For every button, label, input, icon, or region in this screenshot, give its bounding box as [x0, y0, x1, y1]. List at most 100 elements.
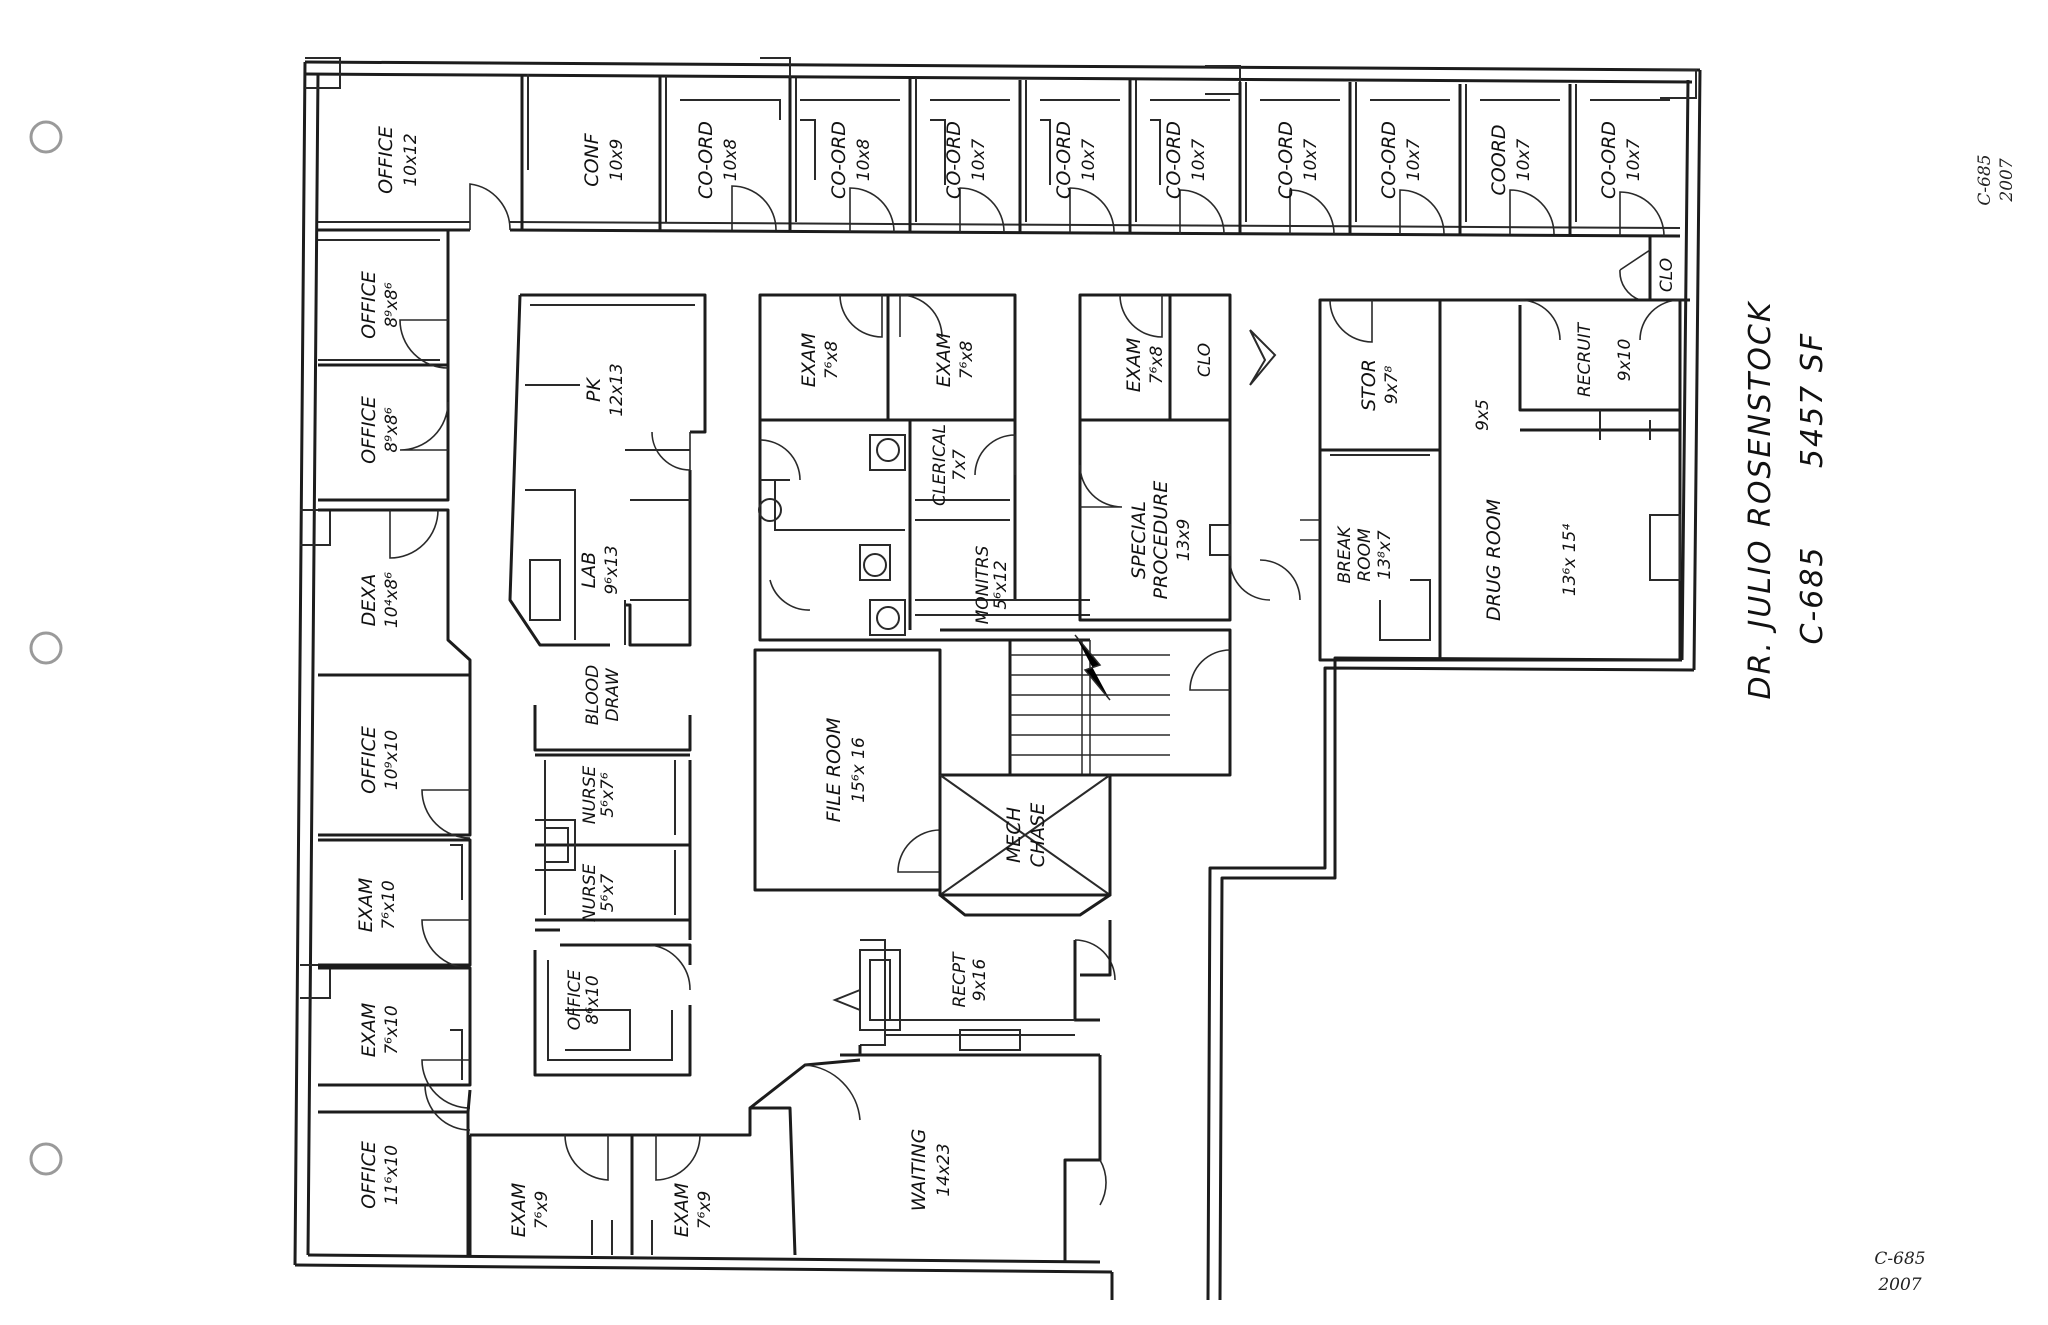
room-dexa: DEXA 10⁴x8⁶: [358, 572, 402, 628]
room-coord-9: CO-ORD 10x7: [1598, 121, 1644, 199]
room-name: EXAM: [358, 1003, 380, 1057]
room-name: CONF: [581, 132, 603, 186]
exterior-walls: [293, 57, 1702, 1301]
room-pk: PK 12x13: [583, 363, 627, 416]
room-dimensions: 10⁴x8⁶: [382, 572, 402, 628]
room-name: OFFICE: [375, 126, 397, 194]
room-dimensions: 13⁸x7: [1375, 530, 1395, 580]
east-room-block: [1259, 298, 1682, 662]
room-clo-c: CLO: [1195, 343, 1215, 377]
room-name: EXAM: [355, 878, 377, 932]
note-year: 2007: [1997, 158, 2017, 202]
room-name: SPECIAL: [1128, 501, 1150, 579]
room-office-sw: OFFICE 11⁶x10: [358, 1141, 402, 1209]
room-coord-5: CO-ORD 10x7: [1163, 121, 1209, 199]
room-monitors: MONITRS 5⁶x12: [973, 545, 1011, 624]
room-dimensions: 9⁶x13: [602, 545, 622, 594]
room-name: CO-ORD: [1598, 121, 1620, 199]
room-dimensions: 13⁶x 15⁴: [1560, 524, 1580, 597]
room-exam-s1: EXAM 7⁶x9: [508, 1183, 552, 1237]
room-name-line-2: DRAW: [603, 667, 623, 721]
room-stor: STOR 9x7⁸: [1358, 359, 1402, 411]
room-name-line-2: PROCEDURE: [1150, 481, 1172, 600]
room-nurse-2: NURSE 5⁶x7: [580, 863, 618, 922]
room-dimensions: 10x8: [721, 139, 741, 182]
room-name-line-2: CHASE: [1027, 803, 1049, 868]
room-dimensions: 8⁹x8⁶: [382, 407, 402, 453]
room-coord-8: COORD 10x7: [1488, 124, 1534, 195]
room-dimensions: 7⁶x8: [822, 341, 842, 380]
room-name: EXAM: [933, 333, 955, 387]
room-coord-1: CO-ORD 10x8: [695, 121, 741, 199]
room-dimensions: 11⁶x10: [382, 1145, 402, 1205]
room-dimensions: 9x7⁸: [1382, 366, 1402, 405]
room-name: BREAK: [1335, 525, 1355, 584]
project-code: C-685: [1795, 545, 1830, 644]
room-waiting: WAITING 14x23: [908, 1129, 954, 1212]
room-name: NURSE: [580, 765, 600, 824]
room-exam-w2: EXAM 7⁶x10: [358, 1003, 402, 1057]
room-exam-w1: EXAM 7⁶x10: [355, 878, 399, 932]
room-dimensions: 7⁶x9: [532, 1191, 552, 1230]
room-lab: LAB 9⁶x13: [578, 545, 622, 594]
room-coord-4: CO-ORD 10x7: [1053, 121, 1099, 199]
room-dimensions: 10x7: [1301, 139, 1321, 182]
room-dimensions: 7⁶x8: [957, 341, 977, 380]
room-name: RECRUIT: [1575, 321, 1595, 397]
margin-note-bottom: C-685 2007: [1874, 1249, 1925, 1295]
room-name: EXAM: [508, 1183, 530, 1237]
room-recruit: RECRUIT 9x10: [1575, 321, 1635, 397]
room-dimensions: 9x10: [1615, 339, 1635, 382]
room-dimensions: 10x7: [969, 139, 989, 182]
room-name: WAITING: [908, 1129, 930, 1212]
note-code: C-685: [1874, 1249, 1925, 1269]
room-alcove: 9x5: [1473, 399, 1493, 431]
room-dimensions: 7x7: [950, 449, 970, 481]
room-exam-s2: EXAM 7⁶x9: [671, 1183, 715, 1237]
room-dimensions: 7⁶x10: [379, 880, 399, 929]
room-break-room: BREAK ROOM 13⁸x7: [1335, 525, 1395, 584]
room-exam-c3: EXAM 7⁶x8: [1123, 338, 1167, 392]
room-coord-6: CO-ORD 10x7: [1275, 121, 1321, 199]
stair-treads: [1010, 634, 1170, 775]
room-name: PK: [583, 377, 605, 402]
room-name-line-2: ROOM: [1355, 528, 1375, 582]
room-name: CO-ORD: [1163, 121, 1185, 199]
room-name: OFFICE: [358, 271, 380, 339]
room-special-procedure: SPECIAL PROCEDURE 13x9: [1128, 481, 1194, 600]
room-dimensions: 5⁶x7: [598, 874, 618, 913]
room-office-w2: OFFICE 8⁹x8⁶: [358, 396, 402, 464]
square-footage: 5457 SF: [1795, 332, 1830, 468]
room-office-w3: OFFICE 10⁹x10: [358, 726, 402, 794]
room-recpt: RECPT 9x16: [950, 951, 990, 1008]
room-office-w1: OFFICE 8⁹x8⁶: [358, 271, 402, 339]
room-dimensions: 13x9: [1174, 519, 1194, 562]
room-dimensions: 10x9: [607, 139, 627, 182]
room-dimensions: 7⁶x10: [382, 1005, 402, 1054]
room-name: CO-ORD: [828, 121, 850, 199]
room-dimensions: 8⁹x8⁶: [382, 282, 402, 328]
room-dimensions: 9x16: [970, 959, 990, 1002]
exam-clerical-block: [758, 293, 1090, 642]
room-name: CO-ORD: [943, 121, 965, 199]
room-dimensions: 15⁶x 16: [849, 737, 869, 803]
room-drug-room: DRUG ROOM 13⁶x 15⁴: [1483, 499, 1580, 621]
nurse-block: [533, 705, 692, 1077]
room-dimensions: 10x7: [1514, 139, 1534, 182]
room-office-nw: OFFICE 10x12: [375, 126, 421, 194]
room-coord-2: CO-ORD 10x8: [828, 121, 874, 199]
room-name: COORD: [1488, 124, 1510, 195]
room-dimensions: 10x8: [854, 139, 874, 182]
room-name: CO-ORD: [1378, 121, 1400, 199]
room-dimensions: 10x7: [1079, 139, 1099, 182]
room-name: DRUG ROOM: [1483, 499, 1505, 621]
room-name: CO-ORD: [695, 121, 717, 199]
room-name: MONITRS: [973, 545, 993, 624]
room-file-room: FILE ROOM 15⁶x 16: [823, 718, 869, 823]
room-blood-draw: BLOOD DRAW: [583, 665, 623, 725]
room-name: NURSE: [580, 863, 600, 922]
core-block: [753, 628, 1232, 1057]
note-year: 2007: [1877, 1275, 1921, 1295]
room-name: STOR: [1358, 359, 1380, 411]
